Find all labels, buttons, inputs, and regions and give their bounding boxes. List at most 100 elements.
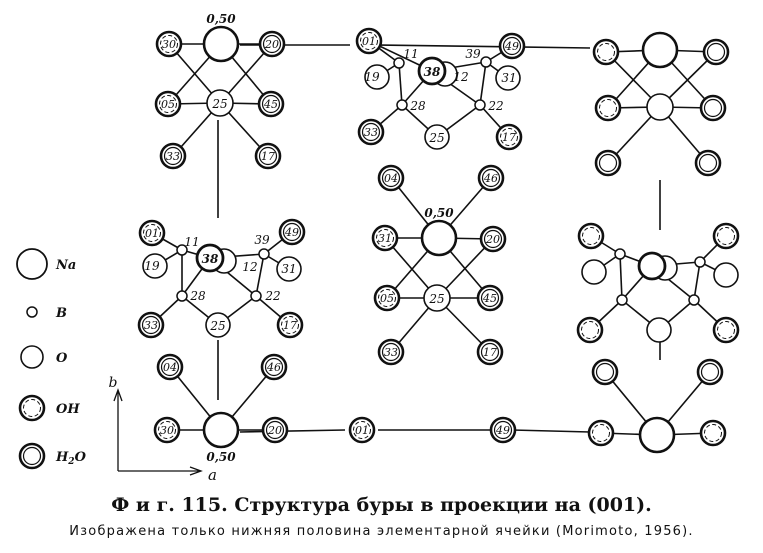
oh-group	[577, 222, 605, 250]
h2o-molecule	[257, 90, 285, 118]
h2o-molecule	[377, 338, 405, 366]
legend-label-o: O	[56, 351, 68, 366]
atom-label: 22	[487, 99, 503, 113]
h2o-molecule	[489, 416, 517, 444]
atom-label: 49	[495, 424, 510, 437]
h2o-molecule	[261, 416, 289, 444]
b-atom	[250, 290, 262, 302]
atom-label: 04	[384, 172, 398, 185]
b-atom	[474, 99, 486, 111]
atom-label: 19	[364, 70, 380, 84]
atom-labels: 0,50 30 20 25 05 45 33 17 01 49 11 39 19…	[144, 12, 519, 464]
o-atom	[713, 262, 739, 288]
atom-label: 33	[364, 126, 378, 139]
b-atom	[258, 248, 270, 260]
h2o-molecule	[258, 30, 286, 58]
atom-label: 33	[384, 346, 398, 359]
oh-group	[592, 38, 620, 66]
o-atom	[195, 243, 225, 273]
figure-caption-title: Ф и г. 115. Структура буры в проекции на…	[111, 494, 652, 516]
atom-label: 45	[263, 98, 278, 111]
atom-label: 33	[166, 150, 180, 163]
atom-label: 17	[483, 346, 497, 359]
atom-label: 01	[145, 227, 159, 240]
h2o-molecule	[699, 94, 727, 122]
atom-label: 04	[163, 361, 177, 374]
oh-group	[712, 222, 740, 250]
atom-label: 46	[483, 172, 498, 185]
axes	[113, 388, 203, 476]
na-atom	[202, 25, 240, 63]
o-atom	[423, 284, 451, 312]
atom-label: 49	[504, 40, 519, 53]
oh-group	[576, 316, 604, 344]
na-height-label: 0,50	[206, 450, 236, 464]
legend-label-na: Na	[55, 258, 76, 273]
atom-label: 11	[184, 235, 199, 249]
atom-label: 28	[189, 289, 206, 303]
atom-label: 25	[211, 97, 227, 111]
oh-group	[155, 30, 183, 58]
atom-label: 22	[264, 289, 280, 303]
h2o-molecule	[278, 218, 306, 246]
atom-label: 31	[281, 262, 296, 276]
atom-label: 33	[144, 319, 158, 332]
atom-label: 12	[453, 70, 468, 84]
h2o-molecule	[159, 142, 187, 170]
atom-label: 38	[424, 65, 441, 79]
h2o-molecule	[137, 311, 165, 339]
b-atom	[616, 294, 628, 306]
legend-b-symbol	[26, 306, 38, 318]
o-atom	[142, 253, 168, 279]
atom-label: 39	[465, 47, 481, 61]
b-atom	[688, 294, 700, 306]
atom-label: 30	[162, 38, 176, 51]
atom-label: 12	[242, 260, 257, 274]
axis-label-a: a	[208, 466, 217, 484]
na-height-label: 0,50	[424, 206, 454, 220]
legend-oh-symbol	[18, 394, 46, 422]
legend-label-oh: OH	[56, 402, 80, 417]
atom-label: 20	[485, 233, 500, 246]
na-atom	[420, 219, 458, 257]
legend-na-symbol	[16, 248, 48, 280]
o-atom	[581, 259, 607, 285]
na-height-label: 0,50	[206, 12, 236, 26]
h2o-molecule	[476, 338, 504, 366]
oh-group	[355, 27, 383, 55]
o-atom	[276, 256, 302, 282]
atom-label: 05	[380, 292, 394, 305]
atom-label: 17	[502, 131, 516, 144]
o-atom	[364, 64, 390, 90]
b-atom	[396, 99, 408, 111]
legend	[16, 248, 48, 470]
atom-label: 25	[428, 131, 444, 145]
h2o-molecule	[702, 38, 730, 66]
na-atom	[202, 411, 240, 449]
o-atom	[417, 56, 447, 86]
atom-label: 05	[161, 98, 175, 111]
oh-group	[154, 90, 182, 118]
atom-label: 19	[144, 259, 160, 273]
oh-group	[276, 311, 304, 339]
oh-group	[594, 94, 622, 122]
axis-label-b: b	[109, 375, 118, 391]
oh-group	[587, 419, 615, 447]
atom-label: 45	[482, 292, 497, 305]
oh-group	[699, 419, 727, 447]
h2o-molecule	[594, 149, 622, 177]
oh-group	[712, 316, 740, 344]
h2o-molecule	[591, 358, 619, 386]
atom-label: 49	[284, 226, 299, 239]
atom-label: 25	[209, 319, 225, 333]
b-atom	[393, 57, 405, 69]
o-atom	[206, 89, 234, 117]
o-atom	[637, 251, 667, 281]
o-atom	[205, 312, 231, 338]
h2o-molecule	[498, 32, 526, 60]
atom-label: 31	[378, 232, 392, 245]
h2o-molecule	[479, 225, 507, 253]
borax-structure-diagram: 0,50 30 20 25 05 45 33 17 01 49 11 39 19…	[16, 12, 740, 484]
legend-label-b: B	[55, 306, 67, 321]
legend-labels: Na B O OH H2O	[55, 258, 87, 467]
